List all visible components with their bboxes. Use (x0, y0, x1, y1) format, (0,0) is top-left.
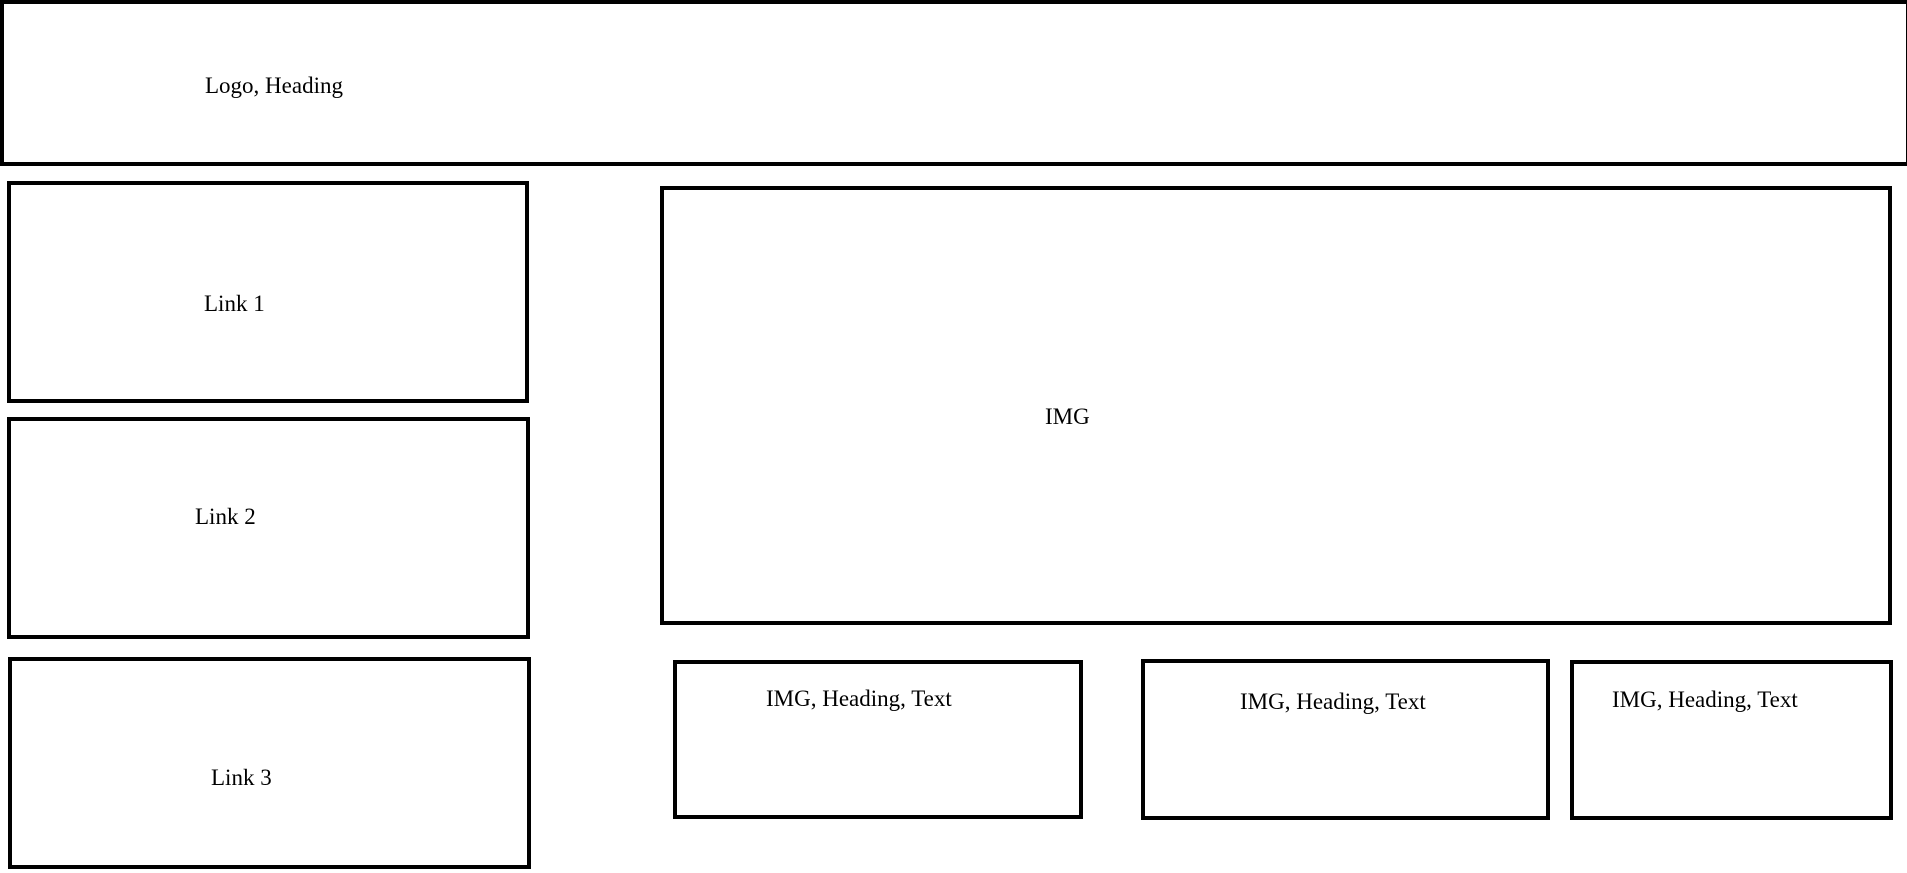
content-card-2-label: IMG, Heading, Text (1240, 689, 1426, 714)
sidebar-link-3-box[interactable]: Link 3 (8, 657, 531, 869)
sidebar-link-1-box[interactable]: Link 1 (7, 181, 529, 403)
content-card-1-label: IMG, Heading, Text (766, 686, 952, 711)
hero-image-label: IMG (1045, 404, 1090, 429)
content-card-1: IMG, Heading, Text (673, 660, 1083, 819)
content-card-2: IMG, Heading, Text (1141, 659, 1550, 820)
hero-image-box: IMG (660, 186, 1892, 625)
sidebar-link-1-label: Link 1 (204, 291, 265, 316)
content-card-3: IMG, Heading, Text (1570, 660, 1893, 820)
sidebar-link-2-label: Link 2 (195, 504, 256, 529)
header-label: Logo, Heading (205, 73, 343, 98)
content-card-3-label: IMG, Heading, Text (1612, 687, 1798, 712)
header-box: Logo, Heading (0, 0, 1907, 166)
sidebar-link-2-box[interactable]: Link 2 (7, 417, 530, 639)
sidebar-link-3-label: Link 3 (211, 765, 272, 790)
